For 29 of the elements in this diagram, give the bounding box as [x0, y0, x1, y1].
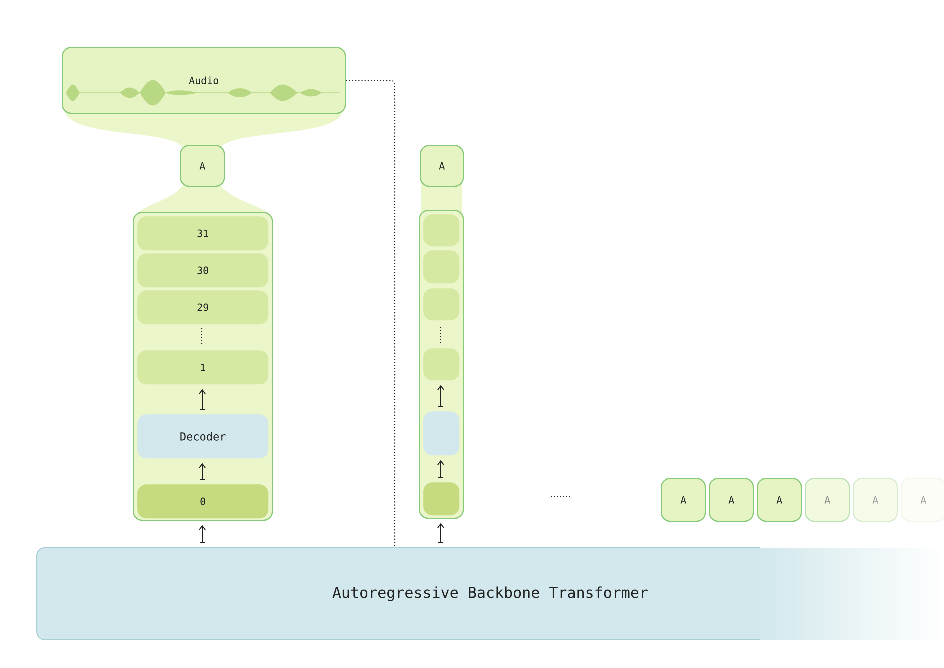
arrow — [199, 389, 206, 410]
arrow — [438, 460, 444, 478]
arrow — [199, 463, 206, 480]
token-box: A — [757, 478, 802, 522]
token-box: A — [180, 145, 226, 188]
arrow — [199, 525, 206, 544]
layer-box — [424, 348, 460, 381]
backbone-box: Autoregressive Backbone Transformer — [36, 548, 944, 640]
layer-box: 1 — [138, 350, 269, 385]
audio-box: Audio — [62, 47, 346, 114]
arrow — [438, 385, 444, 407]
decoder-box: Decoder — [138, 414, 269, 459]
token-box: A — [901, 478, 944, 522]
arrow — [438, 523, 444, 544]
token-box: A — [709, 478, 754, 522]
layer-box — [424, 250, 460, 284]
layer-box — [424, 214, 460, 247]
token-box: A — [420, 145, 464, 188]
layer-box: 29 — [138, 290, 269, 325]
layer-box: 0 — [138, 484, 269, 519]
connector-line — [346, 80, 396, 548]
layer-box: 30 — [138, 254, 269, 288]
layer-box: 31 — [138, 216, 269, 251]
decoder-box — [424, 412, 460, 456]
token-box: A — [661, 478, 706, 522]
layer-box — [424, 288, 460, 321]
layer-box — [424, 482, 460, 516]
token-box: A — [853, 478, 898, 522]
token-box: A — [805, 478, 850, 522]
